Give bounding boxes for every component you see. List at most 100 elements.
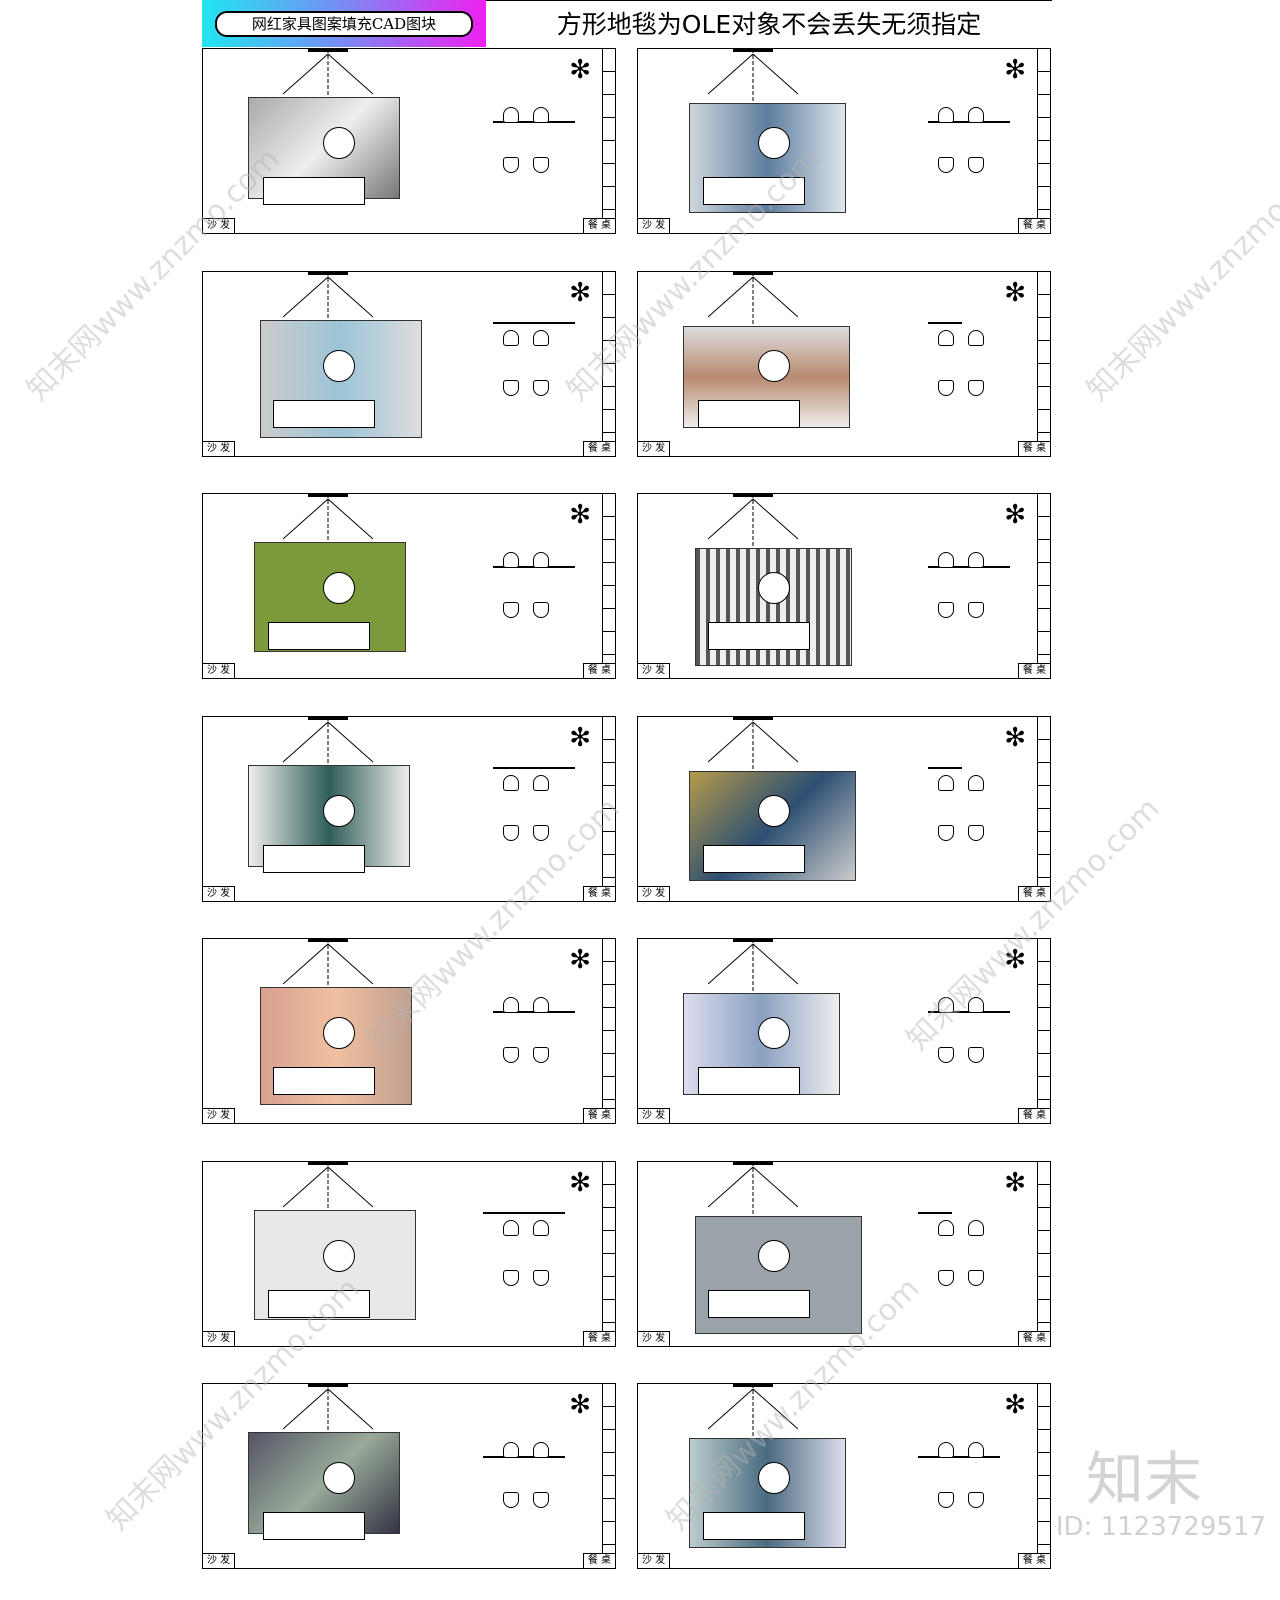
dining-table-label: 餐 桌 (1017, 218, 1050, 233)
chair-icon (968, 329, 984, 346)
pendant-lamp-icon (283, 1161, 373, 1217)
plant-icon: ✻ (569, 1390, 591, 1420)
sofa-label: 沙 发 (203, 1108, 236, 1123)
coffee-table-icon (323, 794, 355, 827)
plant-icon: ✻ (1004, 945, 1026, 975)
pendant-lamp-icon (708, 1384, 798, 1439)
coffee-table-icon (758, 127, 790, 159)
sofa-label: 沙 发 (203, 1330, 236, 1346)
pendant-lamp-icon (708, 494, 798, 549)
chair-icon (938, 824, 954, 841)
chair-icon (968, 1269, 984, 1286)
chair-icon (503, 997, 519, 1013)
sofa-icon (698, 399, 800, 428)
sofa-icon (708, 622, 810, 650)
plant-icon: ✻ (569, 722, 591, 753)
room-panel: ✻ 沙 发 餐 桌 (202, 1160, 616, 1347)
plant-icon: ✻ (1004, 1390, 1026, 1420)
room-panel: ✻ 沙 发 餐 桌 (637, 1383, 1051, 1569)
pendant-lamp-icon (283, 939, 373, 994)
plant-icon: ✻ (1004, 500, 1026, 530)
room-panel: ✻ 沙 发 餐 桌 (202, 270, 616, 457)
chair-icon (533, 997, 549, 1013)
room-panel: ✻ 沙 发 餐 桌 (637, 493, 1051, 679)
dining-table-label: 餐 桌 (582, 1553, 615, 1568)
chair-icon (503, 552, 519, 568)
pendant-lamp-icon (708, 1161, 798, 1217)
sofa-icon (268, 622, 370, 650)
scale-bar (1037, 716, 1050, 888)
chair-icon (968, 602, 984, 618)
dining-table-icon (493, 321, 575, 324)
chair-icon (533, 1219, 549, 1236)
dining-table-icon (493, 766, 575, 769)
watermark-id: ID: 1123729517 (1055, 1512, 1266, 1542)
pendant-lamp-icon (283, 271, 373, 327)
room-panel: ✻ 沙 发 餐 桌 (637, 1160, 1051, 1347)
sofa-label: 沙 发 (203, 440, 236, 456)
chair-icon (968, 107, 984, 123)
scale-bar (1037, 49, 1050, 220)
dining-table-icon (918, 1211, 952, 1214)
plant-icon: ✻ (569, 500, 591, 530)
coffee-table-icon (758, 794, 790, 827)
sofa-icon (703, 1512, 805, 1540)
coffee-table-icon (323, 1239, 355, 1272)
scale-bar (1037, 1161, 1050, 1333)
dining-table-label: 餐 桌 (1017, 1330, 1050, 1346)
room-panel: ✻ 沙 发 餐 桌 (202, 715, 616, 902)
dining-table-icon (483, 1456, 565, 1458)
coffee-table-icon (323, 127, 355, 159)
sofa-icon (273, 1067, 375, 1095)
sofa-icon (263, 1512, 365, 1540)
room-panel: ✻ 沙 发 餐 桌 (637, 270, 1051, 457)
coffee-table-icon (758, 1462, 790, 1494)
chair-icon (533, 107, 549, 123)
coffee-table-icon (323, 572, 355, 604)
sofa-label: 沙 发 (638, 218, 671, 233)
chair-icon (968, 997, 984, 1013)
chair-icon (938, 552, 954, 568)
chair-icon (968, 379, 984, 396)
chair-icon (533, 1492, 549, 1508)
chair-icon (533, 1047, 549, 1063)
scale-bar (1037, 1384, 1050, 1555)
chair-icon (938, 1269, 954, 1286)
scale-bar (602, 1384, 615, 1555)
plant-icon: ✻ (569, 945, 591, 975)
coffee-table-icon (323, 349, 355, 382)
scale-bar (602, 494, 615, 665)
chair-icon (503, 824, 519, 841)
chair-icon (968, 1219, 984, 1236)
pendant-lamp-icon (283, 49, 373, 104)
sofa-label: 沙 发 (203, 663, 236, 678)
chair-icon (533, 824, 549, 841)
page-title: 方形地毯为OLE对象不会丢失无须指定 (486, 0, 1052, 48)
plant-icon: ✻ (1004, 1167, 1026, 1198)
plant-icon: ✻ (569, 1167, 591, 1198)
room-panel: ✻ 沙 发 餐 桌 (202, 938, 616, 1124)
pendant-lamp-icon (283, 1384, 373, 1439)
chair-icon (503, 1269, 519, 1286)
sofa-label: 沙 发 (638, 1553, 671, 1568)
coffee-table-icon (758, 349, 790, 382)
sofa-icon (263, 844, 365, 873)
dining-table-label: 餐 桌 (582, 440, 615, 456)
dining-table-icon (928, 766, 962, 769)
chair-icon (533, 329, 549, 346)
chair-icon (938, 997, 954, 1013)
coffee-table-icon (323, 1017, 355, 1049)
chair-icon (938, 1492, 954, 1508)
dining-table-label: 餐 桌 (1017, 663, 1050, 678)
chair-icon (503, 329, 519, 346)
sofa-label: 沙 发 (203, 1553, 236, 1568)
chair-icon (938, 774, 954, 791)
chair-icon (533, 602, 549, 618)
pendant-lamp-icon (283, 494, 373, 549)
pendant-lamp-icon (283, 716, 373, 772)
scale-bar (602, 49, 615, 220)
room-panel: ✻ 沙 发 餐 桌 (202, 48, 616, 234)
pendant-lamp-icon (708, 49, 798, 104)
plant-icon: ✻ (569, 277, 591, 308)
watermark: 知末网www.znzmo.com (1080, 141, 1280, 408)
